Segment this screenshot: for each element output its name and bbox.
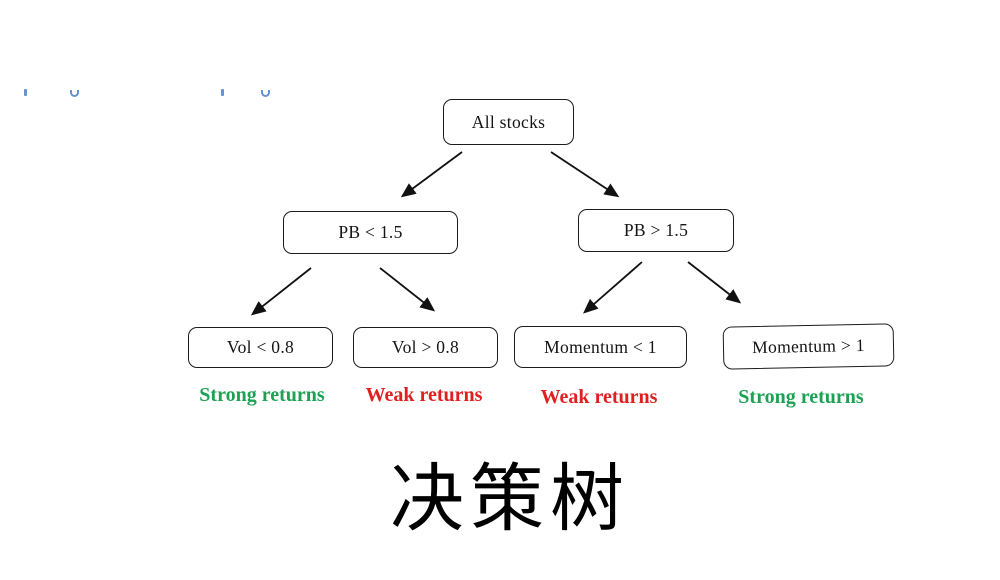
node-vol-greater-0-8: Vol > 0.8	[353, 327, 498, 368]
arrow-pbhigh-to-momlow	[582, 261, 643, 314]
outcome-strong-returns: Strong returns	[738, 386, 864, 408]
node-all-stocks: All stocks	[443, 99, 574, 145]
blue-text-artifact	[24, 89, 27, 96]
node-momentum-less-1: Momentum < 1	[514, 326, 687, 368]
page-title: 决策树	[390, 456, 630, 542]
blue-text-artifact	[221, 89, 224, 96]
outcome-weak-returns: Weak returns	[540, 386, 658, 408]
node-vol-less-0-8: Vol < 0.8	[188, 327, 333, 368]
arrow-root-to-pb-low	[400, 151, 463, 198]
outcome-weak-returns: Weak returns	[365, 384, 483, 406]
blue-text-artifact	[70, 90, 79, 97]
arrow-root-to-pb-high	[550, 151, 620, 198]
node-momentum-greater-1: Momentum > 1	[722, 323, 895, 370]
node-pb-greater-1-5: PB > 1.5	[578, 209, 734, 252]
blue-text-artifact	[261, 90, 270, 97]
arrow-pbhigh-to-momhigh	[687, 261, 742, 304]
node-pb-less-1-5: PB < 1.5	[283, 211, 458, 254]
arrow-pblow-to-volhigh	[379, 267, 436, 312]
arrow-pblow-to-vollow	[250, 267, 312, 316]
outcome-strong-returns: Strong returns	[199, 384, 325, 406]
